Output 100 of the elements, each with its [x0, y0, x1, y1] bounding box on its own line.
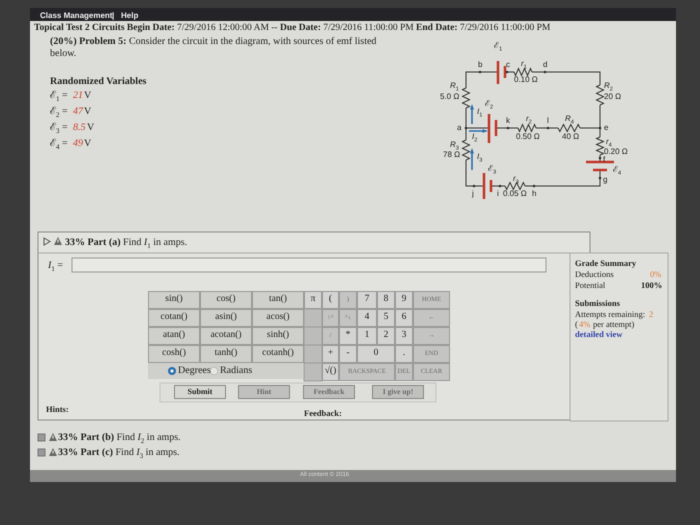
- point-label: f: [603, 156, 606, 164]
- keypad-key: +: [322, 345, 339, 363]
- function-key: sinh(): [252, 327, 304, 345]
- resistor-label: r$_{3}$: [513, 175, 519, 186]
- point-label: g: [603, 176, 608, 184]
- current-label: I$_{3}$: [477, 153, 482, 164]
- summary-label: Attempts remaining:: [575, 310, 646, 320]
- resistance-value: 78 Ω: [443, 151, 460, 159]
- function-key: acotan(): [200, 327, 252, 345]
- resistance-value: 0.50 Ω: [516, 133, 540, 141]
- keypad-key: 3: [395, 327, 413, 345]
- point-label: i: [497, 190, 499, 198]
- resistor-label: R$_{4}$: [565, 115, 574, 126]
- question-heading: 33% Part (a) Find I$_{1}$ in amps.: [65, 237, 188, 250]
- submit-button: Submit: [174, 385, 226, 399]
- function-key: cosh(): [148, 345, 200, 363]
- menu-link: Help: [121, 10, 138, 20]
- keypad-key: 1: [357, 327, 377, 345]
- resistor-label: R$_{1}$: [450, 82, 459, 93]
- current-label: I$_{2}$: [472, 133, 478, 144]
- radio-label: Radians: [220, 365, 252, 376]
- panel-heading: Submissions: [575, 299, 620, 309]
- resistance-value: 0.10 Ω: [514, 76, 538, 84]
- menu-separator: |: [112, 10, 114, 20]
- resistor-label: R$_{2}$: [604, 82, 613, 93]
- resistance-value: 5.0 Ω: [440, 93, 460, 101]
- emf-label: ℰ$_{3}$: [488, 165, 496, 176]
- resistance-value: 0.20 Ω: [604, 148, 628, 156]
- unit-label: V: [84, 138, 92, 150]
- panel-heading: Grade Summary: [575, 259, 636, 269]
- variable-value: 21: [73, 90, 83, 102]
- point-label: k: [506, 117, 510, 125]
- summary-value: 100%: [641, 281, 662, 291]
- assignment-header: Topical Test 2 Circuits Begin Date: 7/29/2016 12:00:00 AM -- Due Date: 7/29/2016 11:00:00 PM End Date: 7/29/2016 11:00:00 PM: [34, 23, 550, 34]
- point-label: d: [543, 61, 548, 69]
- resistance-value: 20 Ω: [604, 93, 622, 101]
- keypad-key: 6: [395, 309, 413, 327]
- variable-name: ℰ$_{2}$ =: [50, 106, 68, 120]
- question-heading: 33% Part (c) Find I$_{3}$ in amps.: [58, 447, 180, 460]
- variable-value: 47: [73, 106, 83, 118]
- hints-label: Hints:: [46, 405, 69, 415]
- problem-statement: (20%) Problem 5: Consider the circuit in the diagram, with sources of emf listed below.: [50, 36, 378, 59]
- keypad-key: -: [339, 345, 357, 363]
- variable-value: 8.5: [73, 122, 86, 134]
- section-heading: Randomized Variables: [50, 76, 146, 88]
- resistor-label: r$_{2}$: [526, 115, 532, 126]
- function-key: cotan(): [148, 309, 200, 327]
- keypad-key: *: [339, 327, 357, 345]
- resistor-label: r$_{4}$: [606, 138, 612, 149]
- keypad-key: π: [304, 291, 322, 309]
- point-label: j: [472, 190, 474, 198]
- keypad-key: 7: [357, 291, 377, 309]
- menu-link: Class Management: [40, 10, 112, 20]
- current-label: I$_{1}$: [477, 108, 482, 120]
- emf-label: ℰ$_{1}$: [494, 42, 502, 54]
- summary-text: per attempt): [593, 320, 634, 330]
- keypad-key: 4: [357, 309, 377, 327]
- summary-label: Deductions: [575, 270, 614, 280]
- summary-label: Potential: [575, 281, 606, 291]
- resistor-label: r$_{1}$: [521, 60, 527, 72]
- keypad-key: 0: [357, 345, 395, 363]
- feedback-label: Feedback:: [304, 409, 342, 419]
- keypad-key: 8: [377, 291, 395, 309]
- point-label: h: [532, 190, 536, 198]
- variable-name: ℰ$_{3}$ =: [50, 122, 68, 136]
- summary-text: (: [575, 320, 578, 330]
- keypad-key: (: [322, 291, 339, 309]
- function-key: asin(): [200, 309, 252, 327]
- summary-value: 2: [649, 310, 654, 320]
- keypad-key: 9: [395, 291, 413, 309]
- unit-label: V: [84, 90, 92, 102]
- keypad-key: 2: [377, 327, 395, 345]
- point-label: c: [506, 61, 510, 69]
- point-label: a: [457, 124, 462, 132]
- function-key: acos(): [252, 309, 304, 327]
- function-key: tan(): [252, 291, 304, 309]
- resistor-label: R$_{3}$: [450, 141, 459, 152]
- point-label: l: [547, 117, 549, 125]
- detailed-view-link: detailed view: [575, 330, 622, 340]
- question-heading: 33% Part (b) Find I$_{2}$ in amps.: [58, 432, 181, 446]
- variable-name: ℰ$_{1}$ =: [50, 90, 68, 104]
- summary-value: 0%: [650, 270, 662, 280]
- point-label: e: [604, 124, 608, 132]
- input-label: I$_{1}$ =: [48, 260, 63, 274]
- function-key: cotanh(): [252, 345, 304, 363]
- unit-label: V: [84, 106, 92, 118]
- function-key: cos(): [200, 291, 252, 309]
- emf-label: ℰ$_{4}$: [613, 166, 622, 178]
- keypad-key: .: [395, 345, 413, 363]
- resistance-value: 40 Ω: [562, 133, 580, 141]
- keypad-key: √(): [322, 363, 339, 381]
- radio-label: Degrees: [178, 365, 211, 376]
- function-key: sin(): [148, 291, 200, 309]
- resistance-value: 0.05 Ω: [503, 190, 527, 198]
- point-label: b: [478, 61, 482, 69]
- unit-label: V: [87, 122, 94, 134]
- variable-value: 49: [73, 138, 83, 150]
- function-key: atan(): [148, 327, 200, 345]
- emf-label: ℰ$_{2}$: [485, 100, 494, 112]
- summary-value: 4%: [579, 320, 590, 330]
